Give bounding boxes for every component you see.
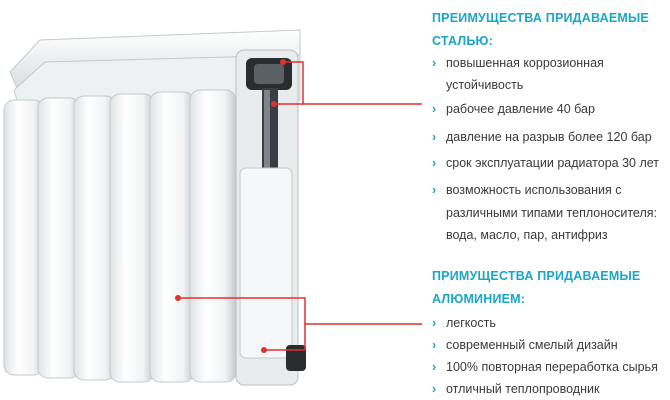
chevron-right-icon: › (432, 156, 437, 170)
chevron-right-icon: › (432, 316, 437, 330)
chevron-right-icon: › (432, 102, 437, 116)
radiator-cutaway-section (235, 49, 306, 386)
list-item: › отличный теплопроводник (432, 379, 599, 399)
callout-aluminum (178, 297, 422, 325)
aluminum-section-title: ПРИМУЩЕСТВА ПРИДАВАЕМЫЕ (432, 269, 641, 283)
list-item-text: легкость (446, 316, 496, 330)
chevron-right-icon: › (432, 130, 437, 144)
list-item: › давление на разрыв более 120 бар (432, 127, 652, 147)
list-item: › повышенная коррозионная (432, 53, 604, 73)
steel-section-title-line2: СТАЛЬЮ: (432, 34, 493, 48)
aluminum-section-title-line2: АЛЮМИНИЕМ: (432, 292, 526, 306)
list-item-text: давление на разрыв более 120 бар (446, 130, 652, 144)
list-item: › современный смелый дизайн (432, 335, 618, 355)
radiator-illustration (3, 29, 422, 386)
list-item-text: отличный теплопроводник (446, 382, 600, 396)
list-item-text: 100% повторная переработка сырья (446, 360, 658, 374)
list-item: › возможность использования с (432, 180, 621, 200)
chevron-right-icon: › (432, 183, 437, 197)
callout-aluminum-lower (264, 324, 306, 351)
list-item-text: различными типами теплоносителя: (446, 206, 657, 220)
list-item-text: вода, масло, пар, антифриз (446, 228, 608, 242)
list-item-text: рабочее давление 40 бар (446, 102, 595, 116)
list-item-continued: различными типами теплоносителя: (432, 203, 657, 223)
chevron-right-icon: › (432, 338, 437, 352)
list-item: › срок эксплуатации радиатора 30 лет (432, 153, 659, 173)
list-item-text: срок эксплуатации радиатора 30 лет (446, 156, 660, 170)
chevron-right-icon: › (432, 360, 437, 374)
chevron-right-icon: › (432, 382, 437, 396)
list-item-text: возможность использования с (446, 183, 622, 197)
steel-section-title: ПРЕИМУЩЕСТВА ПРИДАВАЕМЫЕ (432, 11, 649, 25)
list-item: › 100% повторная переработка сырья (432, 357, 658, 377)
list-item: › рабочее давление 40 бар (432, 99, 595, 119)
radiator-sections (3, 89, 237, 383)
list-item-text: повышенная коррозионная (446, 56, 604, 70)
list-item-text: современный смелый дизайн (446, 338, 618, 352)
list-item-text: устойчивость (446, 78, 524, 92)
list-item-continued: вода, масло, пар, антифриз (432, 225, 608, 245)
callout-lines (175, 59, 422, 353)
chevron-right-icon: › (432, 56, 437, 70)
callout-steel (283, 61, 422, 105)
list-item: › легкость (432, 313, 496, 333)
list-item-continued: устойчивость (432, 75, 523, 95)
